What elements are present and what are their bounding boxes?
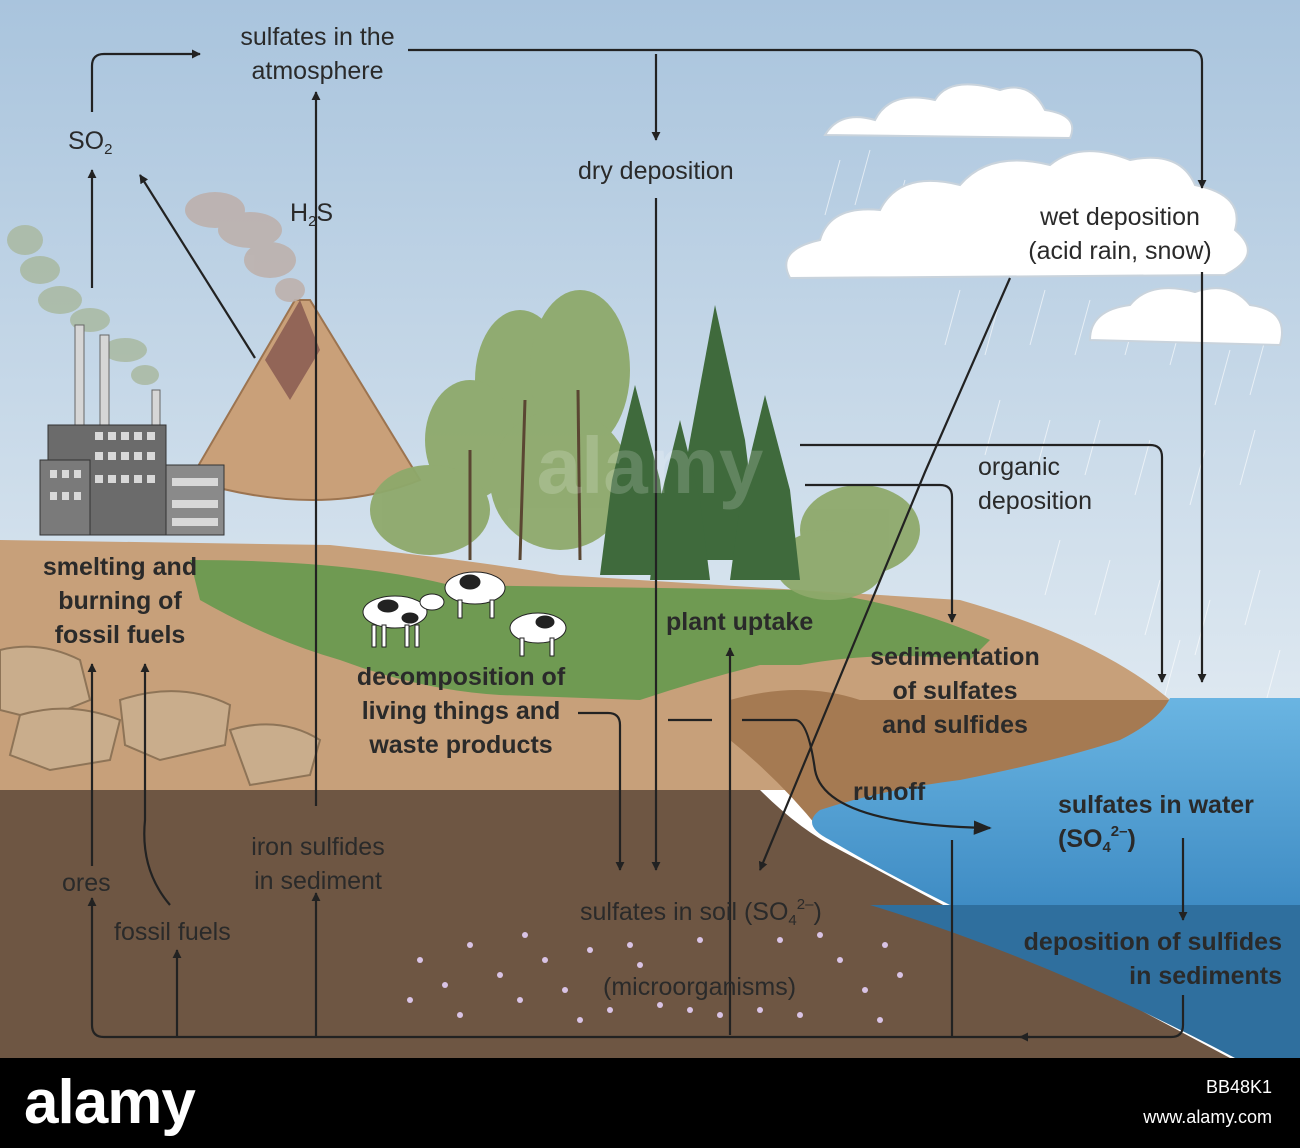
- diagram-scene: [0, 0, 1300, 1058]
- footer-url: www.alamy.com: [1143, 1107, 1272, 1127]
- deep-water: [870, 905, 1300, 1058]
- label-line: smelting and: [42, 553, 198, 581]
- soil-formula-subscript: 4: [788, 912, 797, 929]
- label-line: decomposition of: [356, 663, 566, 691]
- arrow-wet-deposition-to-soil: [758, 277, 1012, 871]
- clouds: [785, 83, 1283, 347]
- arrow-organic-to-sedimentation: [805, 483, 957, 623]
- label-fossil-fuels: fossil fuels: [114, 918, 231, 946]
- volcano-smoke: [185, 192, 305, 302]
- h2s-subscript: 2: [308, 213, 317, 230]
- arrow-fossil-to-smelting: [140, 663, 171, 906]
- cycle-arrows: [87, 48, 1207, 1042]
- label-iron-sulfides: iron sulfides in sediment: [218, 830, 418, 898]
- label-line: fossil fuels: [54, 621, 186, 649]
- soil-formula-superscript: 2–: [796, 896, 814, 913]
- arrow-atmosphere-to-wet-deposition: [408, 48, 1207, 189]
- return-loop-bottom: [1019, 995, 1185, 1042]
- h2s-s: S: [316, 199, 334, 227]
- cows: [362, 571, 567, 657]
- arrow-so2-to-atmosphere: [90, 49, 201, 112]
- runoff-link: [668, 718, 990, 828]
- rocks: [0, 645, 322, 787]
- label-line: waste products: [369, 731, 553, 759]
- label-dry-deposition: dry deposition: [578, 157, 734, 185]
- h2s-h: H: [290, 199, 309, 227]
- volcano-shade: [265, 300, 320, 400]
- label-organic-deposition: organic deposition: [978, 450, 1092, 518]
- grass: [190, 560, 990, 700]
- label-so2: SO2: [68, 124, 112, 158]
- label-deposition-of-sulfides: deposition of sulfides in sediments: [960, 925, 1282, 993]
- deciduous-trees: [370, 290, 920, 600]
- label-line: living things and: [361, 697, 561, 725]
- label-decomposition: decomposition of living things and waste…: [330, 660, 592, 762]
- label-sulfates-in-atmosphere: sulfates in the atmosphere: [200, 20, 435, 88]
- soil: [0, 790, 1230, 1058]
- label-sulfates-in-water: sulfates in water (SO42–): [1058, 788, 1254, 856]
- label-line: iron sulfides: [251, 833, 385, 861]
- label-smelting: smelting and burning of fossil fuels: [10, 550, 230, 652]
- microorganisms: [407, 932, 903, 1023]
- tree-trunks: [468, 389, 582, 561]
- factory-smoke: [7, 225, 159, 385]
- label-runoff: runoff: [853, 778, 926, 806]
- label-plant-uptake: plant uptake: [666, 608, 814, 636]
- label-sedimentation: sedimentation of sulfates and sulfides: [848, 640, 1062, 742]
- label-wet-deposition: wet deposition (acid rain, snow): [1000, 200, 1240, 268]
- arrow-volcano-to-so2: [139, 174, 256, 359]
- label-line: and sulfides: [882, 711, 1028, 739]
- return-loop-main: [87, 897, 1030, 1039]
- image-id: BB48K1: [1205, 1077, 1272, 1097]
- water-formula-superscript: 2–: [1110, 823, 1128, 840]
- water-formula-open: (SO: [1058, 825, 1103, 853]
- label-line: (acid rain, snow): [1028, 237, 1212, 265]
- label-line: sedimentation: [870, 643, 1040, 671]
- arrow-organic-to-water: [800, 443, 1167, 683]
- label-line: (SO42–): [1058, 822, 1254, 856]
- label-line: burning of: [58, 587, 182, 615]
- footer-bar: alamy BB48K1 www.alamy.com: [0, 1058, 1300, 1148]
- label-line: organic: [978, 453, 1060, 481]
- label-microorganisms: (microorganisms): [603, 973, 797, 1001]
- so2-text: SO: [68, 127, 105, 155]
- label-line: wet deposition: [1040, 203, 1200, 231]
- water-surface: [812, 698, 1300, 905]
- so2-subscript: 2: [104, 141, 113, 158]
- soil-formula-close: ): [813, 898, 822, 926]
- label-line: of sulfates: [892, 677, 1018, 705]
- label-sulfates-in-soil: sulfates in soil (SO42–): [580, 895, 822, 929]
- conifer-trees: [600, 305, 800, 580]
- label-line: in sediments: [1129, 962, 1282, 990]
- arrow-decomposition-to-soil: [578, 711, 625, 871]
- label-line: sulfates in water: [1058, 791, 1254, 819]
- water-formula-close: ): [1127, 825, 1136, 853]
- soil-formula-main: sulfates in soil (SO: [580, 898, 789, 926]
- label-line: sulfates in the: [240, 23, 395, 51]
- label-ores: ores: [62, 869, 111, 897]
- label-h2s: H2S: [290, 196, 333, 230]
- alamy-logo: alamy: [24, 1068, 196, 1137]
- label-line: deposition: [978, 487, 1092, 515]
- label-line: in sediment: [254, 867, 382, 895]
- water-formula-subscript: 4: [1102, 839, 1111, 856]
- label-line: deposition of sulfides: [1023, 928, 1282, 956]
- factory: [39, 324, 225, 536]
- label-line: atmosphere: [251, 57, 384, 85]
